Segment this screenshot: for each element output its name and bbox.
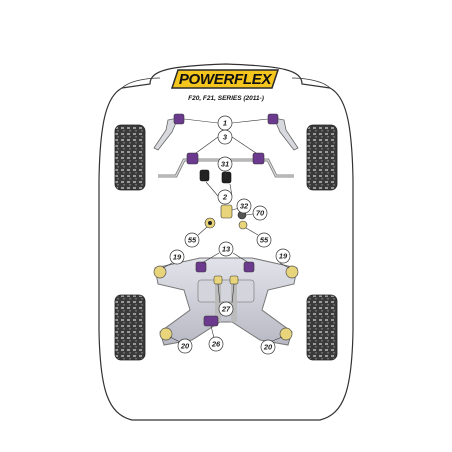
rear-right-tyre [306,294,338,361]
svg-text:19: 19 [279,252,288,261]
mount-31-right [221,171,232,184]
rear-left-tyre [114,294,146,361]
bush-13-right [243,261,255,273]
svg-text:3: 3 [223,133,228,142]
drop-link-bush-left [186,152,199,165]
callout-55-right: 55 [256,232,272,248]
mount-55-left-core [208,221,212,225]
svg-text:2: 2 [222,193,228,202]
model-title: F20, F21, SERIES (2011-) [188,95,264,102]
bush-13-left [195,261,207,273]
svg-text:70: 70 [256,209,265,218]
bush-20-right [279,327,293,341]
front-left-tyre [114,124,146,191]
front-bumper-line-right [291,77,331,89]
callout-27: 27 [218,301,234,317]
callout-19-right: 19 [275,248,291,264]
svg-text:26: 26 [211,340,221,349]
callout-13: 13 [218,241,234,257]
svg-text:13: 13 [222,245,231,254]
callout-20-left: 20 [177,338,193,354]
callout-32: 32 [236,198,252,214]
svg-text:27: 27 [221,305,231,314]
bush-27-right [229,275,239,285]
svg-text:20: 20 [180,342,190,351]
svg-text:55: 55 [188,236,197,245]
drop-link-bush-right [252,152,265,165]
left-arm-bush [173,113,185,125]
callout-2: 2 [217,189,233,205]
svg-text:31: 31 [221,160,229,169]
callout-1: 1 [217,115,233,131]
callout-19-left: 19 [169,249,185,265]
brand-badge [170,69,280,89]
callout-3: 3 [217,129,233,145]
mount-32 [220,204,233,219]
front-bumper-line [121,77,161,89]
bush-19-left [153,265,167,279]
svg-text:19: 19 [173,253,182,262]
callout-55-left: 55 [184,232,200,248]
front-right-tyre [306,124,338,191]
svg-text:1: 1 [223,119,227,128]
bush-26 [203,315,219,327]
mount-31-left [199,169,210,182]
callout-20-right: 20 [260,339,276,355]
svg-text:20: 20 [263,343,273,352]
svg-text:55: 55 [260,236,269,245]
subframe-crossmember [197,279,255,303]
callout-26: 26 [208,336,224,352]
callout-31: 31 [217,156,233,172]
brand-name: POWERFLEX [179,71,273,88]
callout-70: 70 [252,205,268,221]
right-arm-bush [267,113,279,125]
bush-19-right [285,265,299,279]
bush-20-left [159,327,173,341]
mount-55-right [238,220,248,230]
svg-text:32: 32 [240,202,249,211]
bush-27-left [213,275,223,285]
